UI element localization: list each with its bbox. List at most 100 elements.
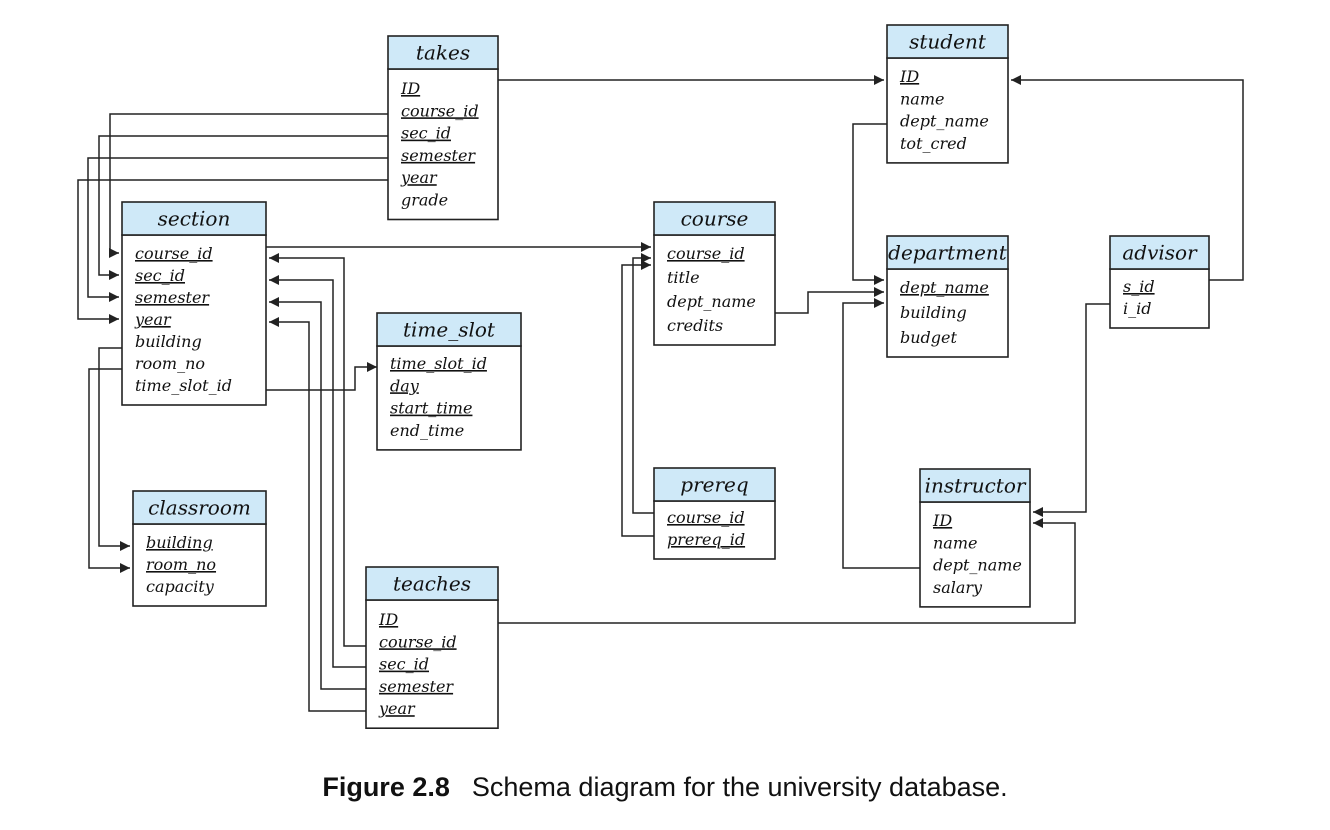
attribute-course-id: course_id — [667, 508, 745, 527]
attribute-course-id: course_id — [379, 632, 457, 651]
table-title: course — [681, 207, 749, 231]
table-title: section — [158, 207, 231, 231]
table-header — [653, 201, 776, 236]
attribute-building: building — [900, 303, 967, 322]
connector-takes-course-id-to-section — [109, 113, 388, 258]
connector-takes-semester-to-section — [87, 157, 388, 302]
table-header — [653, 467, 776, 502]
attribute-dept-name: dept_name — [933, 556, 1022, 575]
table-body — [387, 68, 499, 221]
table-advisor: advisor s_id i_id — [1109, 235, 1210, 329]
table-title: prereq — [680, 473, 748, 497]
attribute-dept-name: dept_name — [900, 278, 989, 297]
attribute-semester: semester — [379, 677, 454, 696]
connector-teaches-year-to-section — [269, 317, 366, 712]
attribute-day: day — [390, 376, 420, 395]
tables: takesIDcourse_idsec_idsemesteryeargrades… — [121, 24, 1210, 729]
table-body — [886, 57, 1009, 164]
attribute-grade: grade — [401, 191, 448, 210]
caption-label: Figure 2.8 — [322, 772, 450, 802]
attribute-semester: semester — [401, 146, 476, 165]
table-classroom: classroom building room_no capacity — [132, 490, 267, 607]
table-title: advisor — [1122, 241, 1198, 265]
table-header — [365, 566, 499, 601]
attribute-course-id: course_id — [401, 101, 479, 120]
attribute-tot-cred: tot_cred — [900, 134, 967, 153]
table-title: department — [888, 241, 1008, 265]
foreign-key-connectors — [77, 75, 1244, 712]
attribute-name: name — [933, 533, 977, 552]
attribute-start-time: start_time — [390, 399, 472, 418]
connector-teaches-sec-id-to-section — [269, 275, 366, 668]
table-title: student — [909, 30, 987, 54]
attribute-year: year — [134, 310, 172, 329]
table-header — [387, 35, 499, 70]
attribute-capacity: capacity — [146, 577, 215, 596]
attribute-dept-name: dept_name — [900, 112, 989, 131]
attribute-building: building — [146, 533, 213, 552]
table-department: department dept_name building budget — [886, 235, 1009, 358]
figure-caption: Figure 2.8 Schema diagram for the univers… — [0, 772, 1330, 803]
connector-prereq-course-id-to-course — [632, 253, 654, 514]
attribute-time-slot-id: time_slot_id — [135, 376, 232, 395]
table-title: takes — [416, 41, 470, 65]
table-prereq: prereq course_id prereq_id — [653, 467, 776, 560]
attribute-room-no: room_no — [135, 354, 205, 373]
connector-section-building-to-classroom — [98, 347, 130, 551]
table-header — [376, 312, 522, 347]
attribute-year: year — [400, 168, 438, 187]
attribute-dept-name: dept_name — [667, 292, 756, 311]
connector-teaches-id-to-instructor — [498, 518, 1076, 624]
table-body — [121, 234, 267, 406]
table-body — [365, 599, 499, 729]
connector-prereq-prereq-id-to-course — [621, 260, 654, 537]
table-section: sectioncourse_idsec_idsemesteryearbuildi… — [121, 201, 267, 406]
attribute-course-id: course_id — [667, 244, 745, 263]
attribute-end-time: end_time — [390, 421, 464, 440]
connector-teaches-semester-to-section — [269, 297, 366, 690]
table-header — [121, 201, 267, 236]
attribute-prereq-id: prereq_id — [667, 530, 745, 549]
connector-student-dept-to-department — [852, 123, 887, 285]
attribute-ID: ID — [400, 79, 420, 98]
connector-instructor-dept-to-department — [842, 298, 920, 569]
table-title: classroom — [148, 496, 251, 520]
attribute-budget: budget — [900, 328, 958, 347]
attribute-s-id: s_id — [1123, 277, 1155, 296]
attribute-room-no: room_no — [146, 555, 216, 574]
connector-advisor-i-id-to-instructor — [1033, 303, 1110, 517]
attribute-building: building — [135, 332, 202, 351]
attribute-ID: ID — [932, 511, 952, 530]
attribute-course-id: course_id — [135, 244, 213, 263]
attribute-name: name — [900, 89, 944, 108]
table-body — [376, 345, 522, 451]
connector-teaches-course-id-to-section — [269, 253, 366, 647]
attribute-i-id: i_id — [1123, 299, 1151, 318]
connector-advisor-s-id-to-student — [1011, 75, 1244, 281]
connector-section-time-slot-to-time-slot — [266, 362, 377, 391]
table-title: time_slot — [403, 318, 496, 342]
caption-text: Schema diagram for the university databa… — [471, 772, 1008, 802]
attribute-title: title — [667, 268, 700, 287]
schema-diagram: takesIDcourse_idsec_idsemesteryeargrades… — [77, 24, 1244, 729]
connector-takes-sec-id-to-section — [98, 135, 388, 280]
table-header — [886, 24, 1009, 59]
attribute-semester: semester — [135, 288, 210, 307]
connector-takes-year-to-section — [77, 179, 388, 324]
table-header — [919, 468, 1031, 503]
attribute-time-slot-id: time_slot_id — [390, 354, 487, 373]
table-body — [886, 268, 1009, 358]
table-title: instructor — [925, 474, 1027, 498]
attribute-year: year — [378, 699, 416, 718]
table-header — [1109, 235, 1210, 270]
attribute-salary: salary — [933, 578, 983, 597]
connector-section-room-no-to-classroom — [88, 368, 130, 573]
attribute-ID: ID — [378, 610, 398, 629]
table-body — [919, 501, 1031, 608]
